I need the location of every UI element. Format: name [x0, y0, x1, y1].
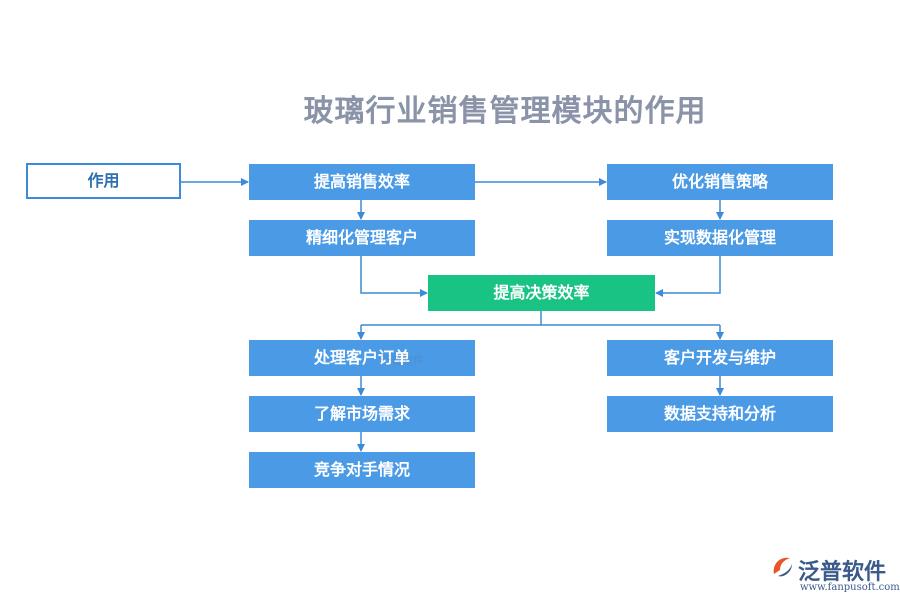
watermark: 泛普软件: [380, 354, 424, 367]
brand-logo: 泛普软件 www.fanpusoft.com: [770, 552, 900, 598]
node-root: 作用: [26, 163, 181, 199]
diagram-title: 玻璃行业销售管理模块的作用: [303, 94, 707, 129]
node-data-support: 数据支持和分析: [607, 396, 833, 432]
node-optimize-sales-strategy: 优化销售策略: [607, 164, 833, 200]
node-improve-sales-efficiency: 提高销售效率: [249, 164, 475, 200]
logo-name: 泛普软件: [798, 560, 887, 585]
node-improve-decision-efficiency: 提高决策效率: [428, 275, 655, 311]
arrow-n2-to-center: [360, 255, 428, 297]
node-data-management: 实现数据化管理: [607, 220, 833, 256]
node-competitors: 竞争对手情况: [249, 452, 475, 488]
node-market-demand: 了解市场需求: [249, 396, 475, 432]
node-customer-development: 客户开发与维护: [607, 340, 833, 376]
fanpu-logo-icon: [773, 557, 792, 577]
logo-url: www.fanpusoft.com: [800, 582, 900, 593]
node-process-orders: 处理客户订单: [249, 340, 475, 376]
node-refined-customer-management: 精细化管理客户: [249, 220, 475, 256]
arrow-n4-to-center: [655, 255, 721, 297]
